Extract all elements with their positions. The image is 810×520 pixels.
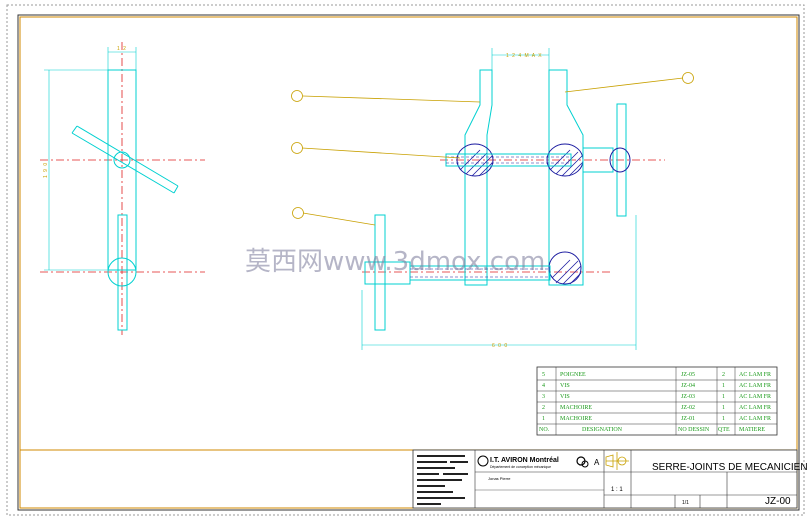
svg-text:1: 1 (722, 383, 725, 389)
dimension-jaw-opening: 1 2 4 M A X (506, 53, 543, 59)
svg-text:MACHOIRE: MACHOIRE (560, 405, 592, 411)
scale: 1 : 1 (611, 487, 623, 493)
company-logo (477, 455, 489, 467)
svg-text:2: 2 (542, 405, 545, 411)
svg-text:MACHOIRE: MACHOIRE (560, 416, 592, 422)
svg-text:1: 1 (542, 416, 545, 422)
bom-row: 2 MACHOIRE JZ-02 1 AC LAM FR (542, 405, 771, 411)
watermark: 莫西网www.3dmox.com (245, 247, 545, 277)
sheet-size: A (594, 458, 600, 467)
svg-text:QTE: QTE (718, 427, 730, 433)
sheet-number: 1/1 (682, 500, 689, 506)
front-view (291, 48, 694, 350)
side-view (40, 42, 205, 335)
svg-text:JZ-02: JZ-02 (681, 405, 695, 411)
projection-symbol (605, 452, 629, 470)
dimension-total-length: 6 0 0 (492, 343, 508, 349)
bom-row: 3 VIS JZ-03 1 AC LAM FR (542, 394, 771, 400)
svg-text:VIS: VIS (560, 394, 570, 400)
drawn-by: Jonas Pierre (488, 476, 511, 481)
svg-text:DESIGNATION: DESIGNATION (582, 427, 623, 433)
svg-text:AC LAM FR: AC LAM FR (739, 372, 771, 378)
svg-text:1: 1 (722, 405, 725, 411)
svg-text:2: 2 (722, 372, 725, 378)
svg-text:AC LAM FR: AC LAM FR (739, 405, 771, 411)
bill-of-materials (536, 366, 778, 436)
svg-text:POIGNEE: POIGNEE (560, 372, 586, 378)
svg-text:4: 4 (542, 383, 545, 389)
drawing-frame-inner (19, 16, 798, 509)
svg-text:MATIERE: MATIERE (739, 427, 765, 433)
dimension-bar-width: 1 2 (117, 46, 127, 52)
title-block (412, 449, 798, 509)
drawing-title: SERRE-JOINTS DE MECANICIEN (652, 462, 808, 473)
svg-text:3: 3 (542, 394, 545, 400)
drawing-frame (17, 14, 800, 511)
company-name: I.T. AVIRON Montréal (490, 457, 559, 464)
svg-text:5: 5 (542, 372, 545, 378)
outer-border (6, 4, 805, 516)
company-subtitle: Département de conception mécanique (490, 465, 551, 469)
svg-text:1: 1 (722, 394, 725, 400)
svg-text:NO.: NO. (539, 427, 550, 433)
svg-text:VIS: VIS (560, 383, 570, 389)
bom-row: 5 POIGNEE JZ-05 2 AC LAM FR (542, 372, 771, 378)
svg-text:AC LAM FR: AC LAM FR (739, 383, 771, 389)
svg-text:NO DESSIN: NO DESSIN (678, 427, 710, 433)
svg-text:JZ-05: JZ-05 (681, 372, 695, 378)
svg-text:AC LAM FR: AC LAM FR (739, 416, 771, 422)
bom-row: 1 MACHOIRE JZ-01 1 AC LAM FR (542, 416, 771, 422)
svg-text:JZ-04: JZ-04 (681, 383, 695, 389)
drawing-number: JZ-00 (765, 496, 791, 507)
bom-header-row: NO. DESIGNATION NO DESSIN QTE MATIERE (539, 427, 765, 433)
dimension-height: 1 9 0 (43, 162, 49, 178)
svg-text:JZ-03: JZ-03 (681, 394, 695, 400)
svg-text:AC LAM FR: AC LAM FR (739, 394, 771, 400)
svg-text:JZ-01: JZ-01 (681, 416, 695, 422)
bom-row: 4 VIS JZ-04 1 AC LAM FR (542, 383, 771, 389)
svg-text:1: 1 (722, 416, 725, 422)
